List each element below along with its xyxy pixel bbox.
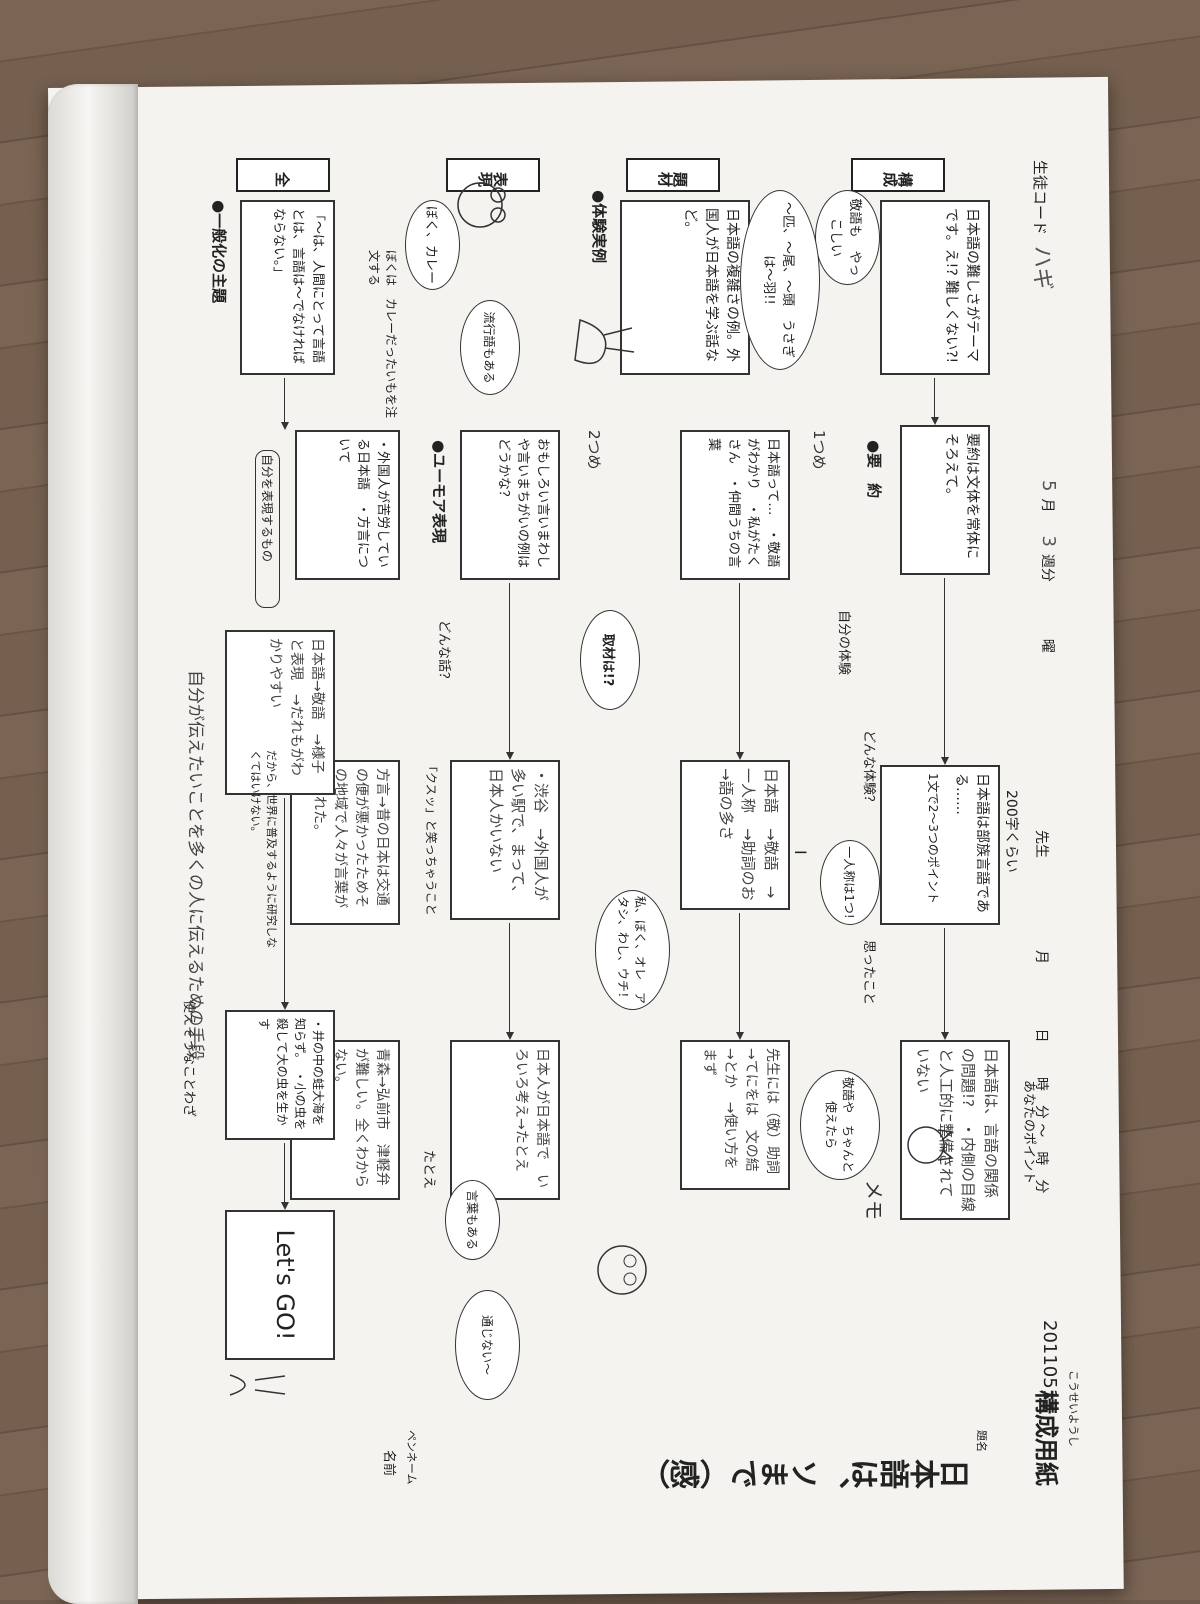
row1-point-note: 1文で2～3つのポイント [926,773,940,904]
row2-label-first: 1つめ [810,430,828,470]
week-label: 週分 [1039,553,1055,582]
row1-point-text: 日本語は部族言語である…… [953,773,990,913]
row4-sekai-note: だから、世界に普及するように研究しなくてはいけない。 [249,750,278,948]
row4-express-label: 自分を表現するもの [255,450,280,608]
date-day-label: 日 [1033,1028,1049,1043]
row1-arrow-1 [934,378,935,423]
composition-worksheet: 生徒コード ハギ 5 月 3 週分 曜 先生 200字くらい 月 日 時 分 ～… [150,150,1080,1510]
row3-bullet: ●ユーモア表現 [430,440,448,544]
owl-doodle [597,1245,647,1295]
row3-arrow-2 [509,923,510,1038]
row4-conclusion-box: 日本語→敬語 →様子と表現 →だれもがわかりやすい [225,630,335,795]
length-note: 200字くらい [1003,790,1019,873]
row2-label-question: どんな体験？ [861,730,876,809]
row3-label-question: どんな話？ [436,620,451,686]
row3-label-example: たとえ [421,1150,436,1190]
bubble-counters: 〜匹、〜尾、〜頭 うさぎは〜羽!! [740,190,820,370]
bubble-keigo: 敬語も やっこしい [815,190,880,285]
row4-lets-go-box: Let's GO! [225,1210,335,1360]
row1-arrow-3 [944,928,945,1038]
week-row: 5 月 3 週分 曜 [1037,480,1062,653]
row2-thought-box: 先生には（敬）助詞 →てにをは 文の結→とか →使い方をまず [680,1040,790,1190]
row3-humor-box: おもしろい言いまわしや言いまちがいの例はどうかな？ [460,430,560,580]
paper-curl-edge [48,84,138,1604]
row4-arrow-2 [284,798,285,1008]
row1-point-label: あなたのポイント [1021,1080,1036,1185]
bubble-ryukougo: 流行語もある [460,300,520,395]
teacher-label: 先生 [1033,830,1049,858]
row3-label-second: 2つめ [585,430,603,470]
row2-label-experience: 自分の体験 [836,610,851,676]
essay-title: 日本語は、ソまで（感） [640,1453,970,1488]
title-label: 題名 [975,1430,988,1452]
row1-memo-label: メモ [862,1180,886,1220]
row4-boku-note: ぼくは カレーだったいもを注文する [367,250,398,419]
row4-tag: 全 [236,158,330,192]
row2-detail-box: 日本語 →敬語 →一人称 →助詞のお →語の多さ [680,760,790,916]
frog-doodle [457,182,506,228]
row1-tag: 構成 [851,158,945,192]
cat-doodle [907,1126,954,1164]
row2-tag: 題材 [626,158,720,192]
student-code-label: 生徒コード [1031,160,1049,236]
row1-arrow-2 [944,578,945,763]
bunny-doodle [229,1374,286,1396]
bubble-first-person: 私、ぼく、オレ アタシ、わし、ウチ！ [595,890,670,1010]
row4-arrow-3 [284,1143,285,1208]
row2-japanese-box: 日本語って… ・敬語がわかり ・私がたくさん ・仲間うちの言葉 [680,430,790,580]
row3-laugh-note: 「クスッ」と笑っちゃうこと [424,760,438,916]
row4-arrow-1 [284,378,285,428]
form-title: 構成用紙 [1032,1390,1060,1486]
bubble-shuzai: 取材は!? [580,610,640,710]
row4-proverb-box: ・井の中の蛙大海を知らず。 ・小の虫を殺して大の虫を生かす [225,1010,335,1140]
bubble-kotoba: 言葉もある [445,1180,500,1260]
row1-bullet: ●要 約 [865,440,883,499]
month-label: 月 [1039,498,1055,513]
bubble-one-first-person: 一人称は1つ! [820,840,880,925]
day-label: 曜 [1039,638,1055,653]
name-label: 名前 [381,1450,396,1477]
rabbit-doodle [574,318,635,365]
month-value: 5 [1038,480,1059,492]
row2-arrow-1 [739,583,740,758]
row1-theme-box: 日本語の難しさがテーマです。え!? 難しくない?! [880,200,990,375]
row4-general-box: 「〜は、人間にとって言語とは、言語は〜でなければならない。」 [240,200,335,375]
bubble-letter-I: I [791,850,810,855]
row3-shibuya-box: ・渋谷 →外国人が多い駅で、まって、日本人かいない [450,760,560,920]
student-code: 生徒コード ハギ [1028,160,1060,290]
bubble-memo-keigo: 敬語や ちゃんと 使えたら [800,1070,880,1185]
date-month-label: 月 [1033,950,1049,964]
student-code-value: ハギ [1029,245,1054,290]
row4-tsutaeru-note: 自分が伝えたいことを多くの人に伝えるための手段 [185,670,205,1061]
week-value: 3 [1038,535,1059,547]
row2-label-thought: 思ったこと [861,940,876,1006]
penname-label: ペンネーム [405,1430,418,1485]
row2-arrow-2 [739,913,740,1038]
row4-foreign-box: ・外国人が苦労している日本語 ・方言について [295,430,400,580]
row3-example-box: 日本人が日本語で いろいろ考え→たとえ [450,1040,560,1200]
row3-arrow-1 [509,583,510,758]
row2-bullet: ●体験実例 [590,190,608,264]
row1-summary-box: 要約は文体を常体にそろえて。 [900,425,990,575]
form-title-ruby: こうせいようし [1067,1370,1080,1447]
row1-point-box: 日本語は部族言語である…… 1文で2～3つのポイント [880,765,1000,925]
row4-bullet: ●一般化の主題 [210,200,228,304]
bubble-tsujinai: 通じない〜 [455,1290,520,1400]
